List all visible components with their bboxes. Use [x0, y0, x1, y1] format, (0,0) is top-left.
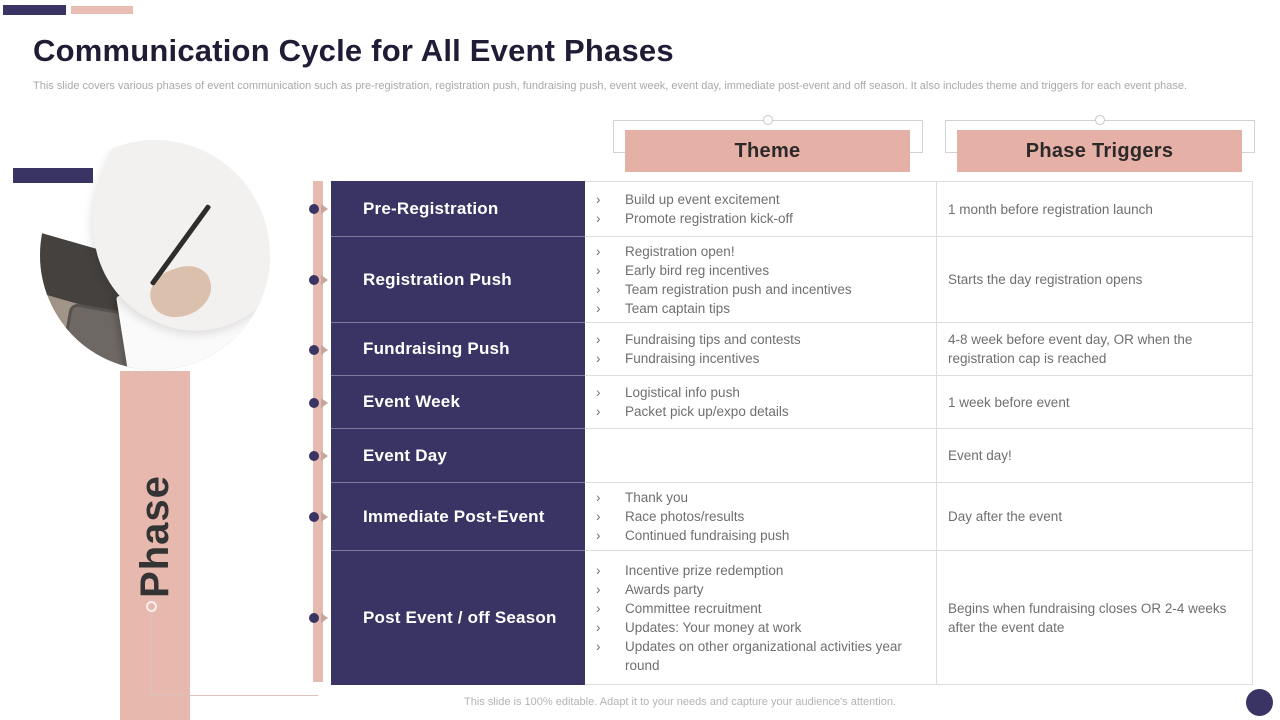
theme-cell: ›Build up event excitement ›Promote regi…: [585, 181, 937, 237]
theme-item: ›Awards party: [596, 581, 704, 597]
table-row: Immediate Post-Event ›Thank you ›Race ph…: [309, 483, 1253, 551]
theme-item: ›Build up event excitement: [596, 192, 780, 207]
row-marker: [309, 275, 328, 285]
phase-axis-label-wrap: Phase: [120, 371, 190, 701]
theme-item: ›Race photos/results: [596, 509, 745, 524]
theme-item: ›Fundraising incentives: [596, 351, 760, 366]
phase-table: Pre-Registration ›Build up event excitem…: [309, 181, 1253, 685]
row-marker: [309, 344, 328, 355]
trigger-cell: 1 month before registration launch: [937, 181, 1253, 237]
row-marker: [309, 512, 328, 522]
theme-column-header: Theme: [625, 130, 910, 172]
timeline-dot-icon: [309, 613, 319, 623]
table-row: Event Week ›Logistical info push ›Packet…: [309, 376, 1253, 429]
table-row: Registration Push ›Registration open! ›E…: [309, 237, 1253, 323]
phase-timeline-strip: [313, 181, 323, 682]
row-marker: [309, 397, 328, 408]
top-accent-navy-bar: [3, 5, 66, 15]
connector-line-horizontal: [151, 695, 318, 696]
footer-note: This slide is 100% editable. Adapt it to…: [464, 696, 896, 708]
theme-cell: ›Fundraising tips and contests ›Fundrais…: [585, 323, 937, 376]
theme-item: ›Incentive prize redemption: [596, 562, 784, 578]
theme-cell: ›Logistical info push ›Packet pick up/ex…: [585, 376, 937, 429]
theme-item: ›Team captain tips: [596, 300, 731, 316]
trigger-cell: 1 week before event: [937, 376, 1253, 429]
theme-cell: ›Registration open! ›Early bird reg ince…: [585, 237, 937, 323]
table-row: Post Event / off Season ›Incentive prize…: [309, 551, 1253, 685]
person-writing-photo: [40, 140, 270, 370]
theme-item: ›Team registration push and incentives: [596, 281, 852, 297]
phase-axis-label: Phase: [132, 474, 177, 598]
timeline-arrow-icon: [321, 451, 328, 461]
page-title: Communication Cycle for All Event Phases: [33, 33, 674, 68]
trigger-cell: Event day!: [937, 429, 1253, 483]
connector-line-vertical: [151, 612, 152, 696]
timeline-dot-icon: [309, 451, 319, 461]
theme-cell: ›Incentive prize redemption ›Awards part…: [585, 551, 937, 685]
trigger-cell: Begins when fundraising closes OR 2-4 we…: [937, 551, 1253, 685]
row-marker: [309, 451, 328, 461]
theme-cell: ›Thank you ›Race photos/results ›Continu…: [585, 483, 937, 551]
bottom-right-circle: [1246, 689, 1273, 716]
triggers-column-header: Phase Triggers: [957, 130, 1242, 172]
timeline-dot-icon: [309, 275, 319, 285]
theme-item: ›Registration open!: [596, 243, 735, 259]
theme-item: ›Updates on other organizational activit…: [596, 638, 902, 673]
phase-name-cell: Event Day: [331, 429, 585, 483]
theme-item: ›Logistical info push: [596, 385, 740, 400]
connector-handle-circle: [146, 601, 157, 612]
phase-name-cell: Registration Push: [331, 237, 585, 323]
theme-item: ›Promote registration kick-off: [596, 211, 793, 226]
table-row: Fundraising Push ›Fundraising tips and c…: [309, 323, 1253, 376]
phase-name-cell: Post Event / off Season: [331, 551, 585, 685]
placeholder-handle-icon: [763, 115, 773, 125]
phase-axis-bar: [120, 371, 190, 720]
timeline-arrow-icon: [321, 275, 328, 285]
table-row: Pre-Registration ›Build up event excitem…: [309, 181, 1253, 237]
phase-name-cell: Pre-Registration: [331, 181, 585, 237]
theme-item: ›Updates: Your money at work: [596, 619, 802, 635]
timeline-arrow-icon: [321, 204, 328, 214]
top-accent-pink-bar: [71, 6, 133, 14]
theme-cell: [585, 429, 937, 483]
row-marker: [309, 613, 328, 623]
placeholder-handle-icon: [1095, 115, 1105, 125]
timeline-dot-icon: [309, 344, 319, 355]
timeline-arrow-icon: [321, 344, 328, 355]
left-navy-accent-bar: [13, 168, 93, 183]
page-subtitle: This slide covers various phases of even…: [33, 80, 1188, 92]
phase-name-cell: Fundraising Push: [331, 323, 585, 376]
theme-item: ›Thank you: [596, 490, 689, 505]
table-row: Event Day Event day!: [309, 429, 1253, 483]
trigger-cell: Day after the event: [937, 483, 1253, 551]
trigger-cell: Starts the day registration opens: [937, 237, 1253, 323]
theme-item: ›Early bird reg incentives: [596, 262, 770, 278]
timeline-arrow-icon: [321, 512, 328, 522]
phase-name-cell: Immediate Post-Event: [331, 483, 585, 551]
timeline-dot-icon: [309, 397, 319, 408]
theme-item: ›Fundraising tips and contests: [596, 332, 801, 347]
trigger-cell: 4-8 week before event day, OR when the r…: [937, 323, 1253, 376]
timeline-arrow-icon: [321, 397, 328, 408]
timeline-dot-icon: [309, 512, 319, 522]
phase-name-cell: Event Week: [331, 376, 585, 429]
timeline-dot-icon: [309, 204, 319, 214]
theme-item: ›Continued fundraising push: [596, 528, 790, 543]
theme-item: ›Committee recruitment: [596, 600, 762, 616]
timeline-arrow-icon: [321, 613, 328, 623]
row-marker: [309, 204, 328, 214]
theme-item: ›Packet pick up/expo details: [596, 404, 789, 419]
